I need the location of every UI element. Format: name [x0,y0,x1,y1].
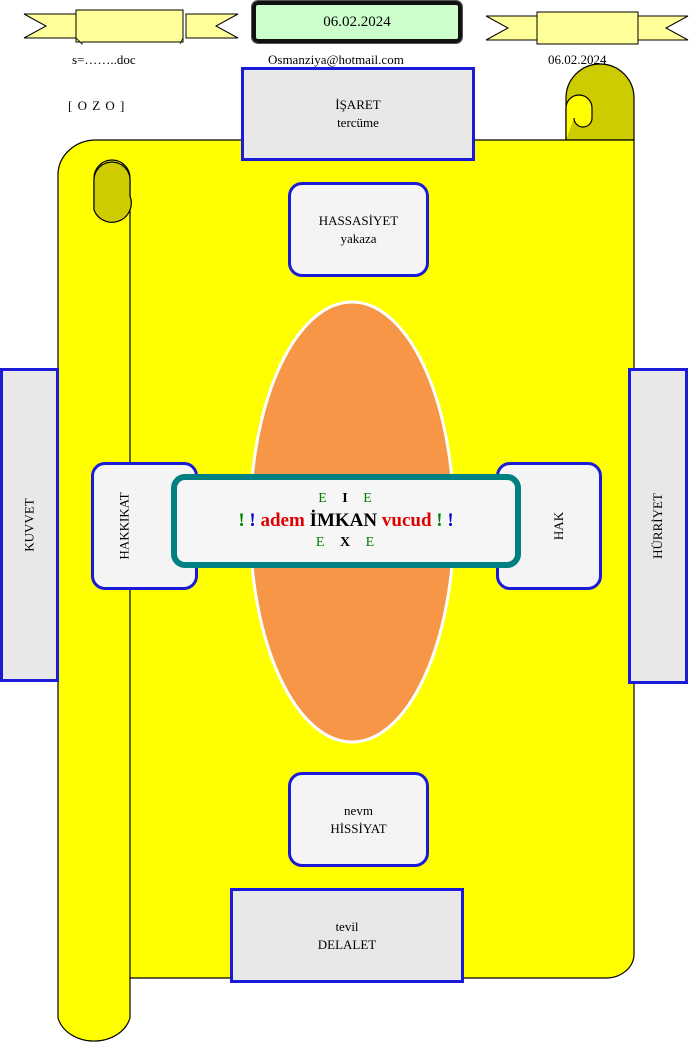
box-hassasiyet-line2: yakaza [340,230,377,246]
center-top-e2: E [363,491,374,506]
box-hak-label: HAK [550,511,566,541]
center-excl-right-2: ! [447,510,454,531]
center-box: E I E ! ! adem İMKAN vucud ! ! E X E [171,474,521,568]
header-date-text: 06.02.2024 [323,13,391,30]
center-word-vucud: vucud [381,510,432,531]
center-bottom-mid: X [339,535,353,550]
center-main-row: ! ! adem İMKAN vucud ! ! [238,510,453,532]
center-excl-left-2: ! [249,510,256,531]
scroll-top-curl [565,94,593,140]
box-isaret: İŞARET tercüme [241,67,475,161]
header-date-right: 06.02.2024 [548,52,607,67]
center-bottom-row: E X E [316,532,376,554]
center-word-imkan: İMKAN [309,510,378,531]
box-hurriyet-label: HÜRRİYET [650,493,665,559]
file-reference: s=……..doc [72,52,136,67]
center-top-e1: E [318,491,329,506]
center-bottom-e2: E [365,535,377,550]
right-ribbon-banner [485,11,689,45]
center-top-row: E I E [318,488,374,510]
box-hissiyat: nevm HİSSİYAT [288,772,429,867]
code-label: [ O Z O ] [68,98,126,113]
center-bottom-e1: E [315,535,327,550]
box-hakkikat-label: HAKKIKAT [116,492,132,560]
box-delalet-line2: DELALET [317,936,377,952]
box-hissiyat-line2: HİSSİYAT [330,820,387,836]
box-hissiyat-line1: nevm [344,802,373,818]
center-word-adem: adem [260,510,305,531]
box-hassasiyet-line1: HASSASİYET [318,212,399,228]
center-top-mid: I [342,491,350,506]
email-address: Osmanziya@hotmail.com [268,52,404,67]
header-date-box: 06.02.2024 [251,0,463,44]
box-delalet-line1: tevil [335,918,359,934]
box-kuvvet: KUVVET [0,368,59,682]
box-hassasiyet: HASSASİYET yakaza [288,182,429,277]
box-delalet: tevil DELALET [230,888,464,983]
box-hurriyet: HÜRRİYET [628,368,688,684]
center-excl-left-1: ! [238,510,245,531]
center-excl-right-1: ! [436,510,443,531]
scroll-left-curl [93,161,132,223]
left-ribbon-banner [23,9,239,45]
box-isaret-line2: tercüme [337,115,379,130]
box-kuvvet-label: KUVVET [21,498,37,552]
box-isaret-line1: İŞARET [335,97,381,112]
